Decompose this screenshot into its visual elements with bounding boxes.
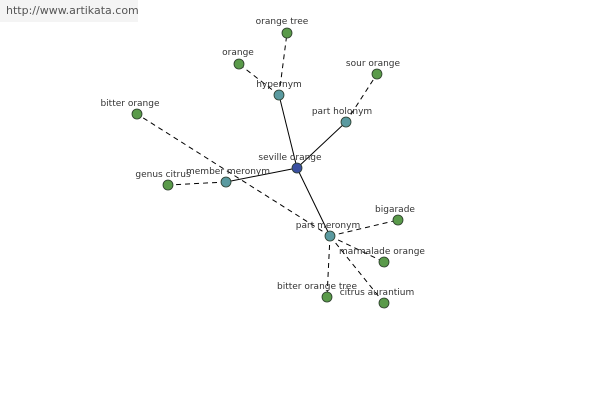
node-part-meronym-label: part meronym (296, 221, 360, 231)
watermark-url: http://www.artikata.com (6, 4, 139, 17)
node-seville-orange-dot[interactable] (291, 162, 303, 174)
node-seville-orange-label: seville orange (258, 153, 322, 163)
node-bitter-orange-tree-label: bitter orange tree (277, 282, 357, 292)
node-bitter-orange-tree-dot[interactable] (321, 291, 333, 303)
node-part-meronym[interactable]: part meronym (296, 221, 360, 242)
node-bitter-orange-tree[interactable]: bitter orange tree (277, 282, 357, 303)
node-orange-tree-label: orange tree (256, 17, 309, 27)
node-orange[interactable]: orange (222, 48, 254, 70)
node-sour-orange[interactable]: sour orange (346, 59, 401, 80)
node-bigarade-label: bigarade (375, 205, 415, 215)
node-bitter-orange-dot[interactable] (131, 108, 143, 120)
nodes-layer: seville orange hypernym part holonym member… (100, 17, 425, 309)
node-part-holonym[interactable]: part holonym (312, 107, 372, 128)
edge-seville-orange-to-part-meronym (296, 167, 331, 237)
node-sour-orange-label: sour orange (346, 59, 401, 69)
edge-part-meronym-to-bitter-orange (136, 113, 331, 237)
node-member-meronym-label: member meronym (186, 167, 270, 177)
edge-hypernym-to-orange-tree (278, 32, 288, 96)
edge-part-meronym-to-marmalade-orange (329, 235, 385, 263)
node-citrus-aurantium-label: citrus aurantium (340, 288, 415, 298)
node-hypernym-dot[interactable] (273, 89, 285, 101)
node-sour-orange-dot[interactable] (371, 68, 383, 80)
node-orange-dot[interactable] (233, 58, 245, 70)
node-genus-citrus-dot[interactable] (162, 179, 174, 191)
node-hypernym[interactable]: hypernym (256, 80, 302, 101)
node-marmalade-orange-label: marmalade orange (339, 247, 425, 257)
node-bigarade-dot[interactable] (392, 214, 404, 226)
node-part-meronym-dot[interactable] (324, 230, 336, 242)
edges-layer (136, 32, 399, 304)
edge-part-holonym-to-sour-orange (345, 73, 378, 123)
node-orange-tree-dot[interactable] (281, 27, 293, 39)
node-marmalade-orange[interactable]: marmalade orange (339, 247, 425, 268)
node-marmalade-orange-dot[interactable] (378, 256, 390, 268)
node-member-meronym[interactable]: member meronym (186, 167, 270, 188)
node-genus-citrus-label: genus citrus (135, 170, 191, 180)
node-orange-label: orange (222, 48, 254, 58)
node-part-holonym-dot[interactable] (340, 116, 352, 128)
node-member-meronym-dot[interactable] (220, 176, 232, 188)
edge-seville-orange-to-hypernym (278, 94, 298, 169)
edge-seville-orange-to-member-meronym (225, 167, 298, 183)
site-watermark: http://www.artikata.com (0, 0, 139, 22)
node-bigarade[interactable]: bigarade (375, 205, 415, 226)
node-seville-orange[interactable]: seville orange (258, 153, 322, 174)
node-genus-citrus[interactable]: genus citrus (135, 170, 191, 191)
edge-part-meronym-to-bigarade (329, 219, 399, 237)
node-citrus-aurantium-dot[interactable] (378, 297, 390, 309)
node-bitter-orange-label: bitter orange (100, 99, 160, 109)
node-orange-tree[interactable]: orange tree (256, 17, 309, 39)
node-bitter-orange[interactable]: bitter orange (100, 99, 160, 120)
edge-seville-orange-to-part-holonym (296, 121, 347, 169)
node-hypernym-label: hypernym (256, 80, 302, 90)
edge-part-meronym-to-bitter-orange-tree (326, 235, 331, 298)
node-part-holonym-label: part holonym (312, 107, 372, 117)
edge-member-meronym-to-genus-citrus (167, 181, 227, 186)
node-citrus-aurantium[interactable]: citrus aurantium (340, 288, 415, 309)
